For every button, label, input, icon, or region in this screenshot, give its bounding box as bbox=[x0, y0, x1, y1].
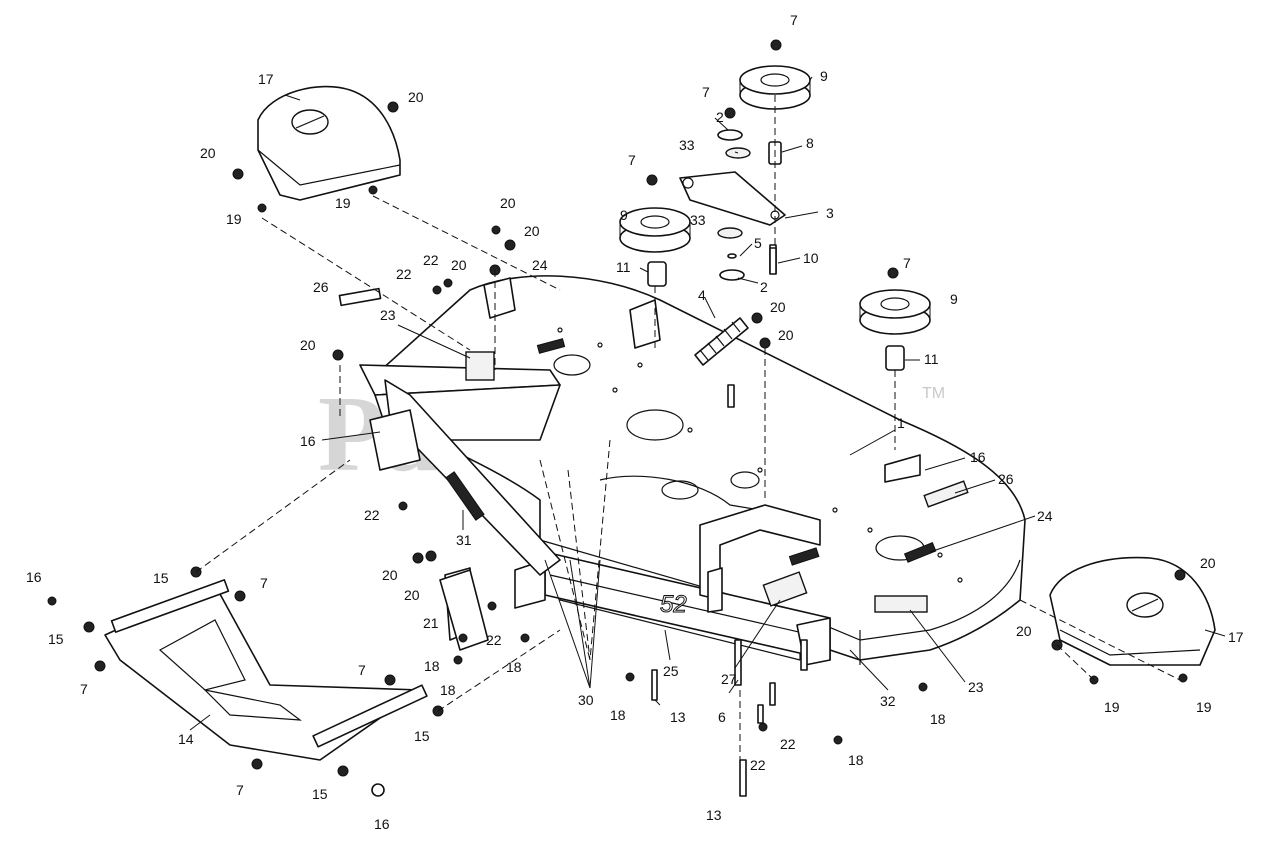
left-belt-cover bbox=[257, 85, 401, 201]
callout-18: 18 bbox=[930, 711, 946, 727]
callout-20: 20 bbox=[770, 299, 786, 315]
callout-15: 15 bbox=[48, 631, 64, 647]
callout-19: 19 bbox=[335, 195, 351, 211]
leader-lines bbox=[189, 76, 1226, 731]
pulley-left bbox=[619, 207, 691, 253]
callout-26: 26 bbox=[313, 279, 329, 295]
callout-22: 22 bbox=[750, 757, 766, 773]
callout-9: 9 bbox=[950, 291, 958, 307]
watermark-trademark: TM bbox=[922, 385, 945, 402]
pulley-top bbox=[739, 65, 811, 110]
callout-23: 23 bbox=[968, 679, 984, 695]
callout-9: 9 bbox=[820, 68, 828, 84]
callout-3: 3 bbox=[826, 205, 834, 221]
callout-20: 20 bbox=[1200, 555, 1216, 571]
callout-2: 2 bbox=[716, 109, 724, 125]
callout-20: 20 bbox=[300, 337, 316, 353]
callout-20: 20 bbox=[1016, 623, 1032, 639]
callouts: 1 2 2 3 4 5 6 7 7 7 7 7 7 7 7 8 9 9 9 10… bbox=[26, 12, 1244, 832]
callout-22: 22 bbox=[396, 266, 412, 282]
callout-20: 20 bbox=[408, 89, 424, 105]
callout-24: 24 bbox=[1037, 508, 1053, 524]
bracket-21 bbox=[439, 569, 489, 651]
callout-15: 15 bbox=[153, 570, 169, 586]
callout-11: 11 bbox=[616, 259, 631, 275]
callout-18: 18 bbox=[848, 752, 864, 768]
bolts bbox=[651, 247, 808, 797]
callout-22: 22 bbox=[780, 736, 796, 752]
callout-7: 7 bbox=[236, 782, 244, 798]
deck-brackets bbox=[483, 277, 921, 666]
callout-20: 20 bbox=[500, 195, 516, 211]
callout-24: 24 bbox=[532, 257, 548, 273]
callout-21: 21 bbox=[423, 615, 439, 631]
callout-10: 10 bbox=[803, 250, 819, 266]
callout-15: 15 bbox=[312, 786, 328, 802]
washers bbox=[717, 129, 751, 281]
callout-7: 7 bbox=[702, 84, 710, 100]
callout-7: 7 bbox=[260, 575, 268, 591]
callout-20: 20 bbox=[778, 327, 794, 343]
callout-19: 19 bbox=[1196, 699, 1212, 715]
callout-20: 20 bbox=[382, 567, 398, 583]
callout-20: 20 bbox=[524, 223, 540, 239]
assembly-lines bbox=[195, 95, 1181, 760]
callout-8: 8 bbox=[806, 135, 814, 151]
callout-18: 18 bbox=[506, 659, 522, 675]
callout-22: 22 bbox=[486, 632, 502, 648]
callout-19: 19 bbox=[1104, 699, 1120, 715]
callout-32: 32 bbox=[880, 693, 896, 709]
callout-20: 20 bbox=[200, 145, 216, 161]
pulley-right bbox=[859, 289, 931, 335]
callout-7: 7 bbox=[790, 12, 798, 28]
callout-17: 17 bbox=[1228, 629, 1244, 645]
callout-17: 17 bbox=[258, 71, 274, 87]
callout-7: 7 bbox=[903, 255, 911, 271]
callout-6: 6 bbox=[718, 709, 726, 725]
callout-16: 16 bbox=[970, 449, 986, 465]
callout-14: 14 bbox=[178, 731, 194, 747]
callout-20: 20 bbox=[404, 587, 420, 603]
callout-22: 22 bbox=[423, 252, 439, 268]
decals bbox=[465, 338, 969, 613]
callout-7: 7 bbox=[628, 152, 636, 168]
callout-25: 25 bbox=[663, 663, 679, 679]
callout-4: 4 bbox=[698, 287, 706, 303]
right-belt-cover bbox=[1049, 556, 1216, 666]
callout-2: 2 bbox=[760, 279, 768, 295]
callout-19: 19 bbox=[226, 211, 242, 227]
callout-13: 13 bbox=[706, 807, 722, 823]
callout-30: 30 bbox=[578, 692, 594, 708]
callout-1: 1 bbox=[897, 415, 905, 431]
callout-18: 18 bbox=[424, 658, 440, 674]
hardware bbox=[47, 39, 1188, 797]
callout-11: 11 bbox=[924, 351, 939, 367]
callout-5: 5 bbox=[754, 235, 762, 251]
callout-33: 33 bbox=[679, 137, 695, 153]
callout-7: 7 bbox=[80, 681, 88, 697]
callout-16: 16 bbox=[300, 433, 316, 449]
callout-16: 16 bbox=[374, 816, 390, 832]
callout-13: 13 bbox=[670, 709, 686, 725]
callout-15: 15 bbox=[414, 728, 430, 744]
callout-23: 23 bbox=[380, 307, 396, 323]
callout-7: 7 bbox=[358, 662, 366, 678]
callout-26: 26 bbox=[998, 471, 1014, 487]
spring bbox=[694, 317, 749, 366]
callout-18: 18 bbox=[440, 682, 456, 698]
callout-20: 20 bbox=[451, 257, 467, 273]
callout-27: 27 bbox=[721, 671, 737, 687]
deck-stamp: 52 bbox=[660, 591, 687, 618]
callout-31: 31 bbox=[456, 532, 472, 548]
front-mount bbox=[104, 579, 428, 761]
callout-22: 22 bbox=[364, 507, 380, 523]
callout-16: 16 bbox=[26, 569, 42, 585]
callout-18: 18 bbox=[610, 707, 626, 723]
callout-33: 33 bbox=[690, 212, 706, 228]
callout-9: 9 bbox=[620, 207, 628, 223]
